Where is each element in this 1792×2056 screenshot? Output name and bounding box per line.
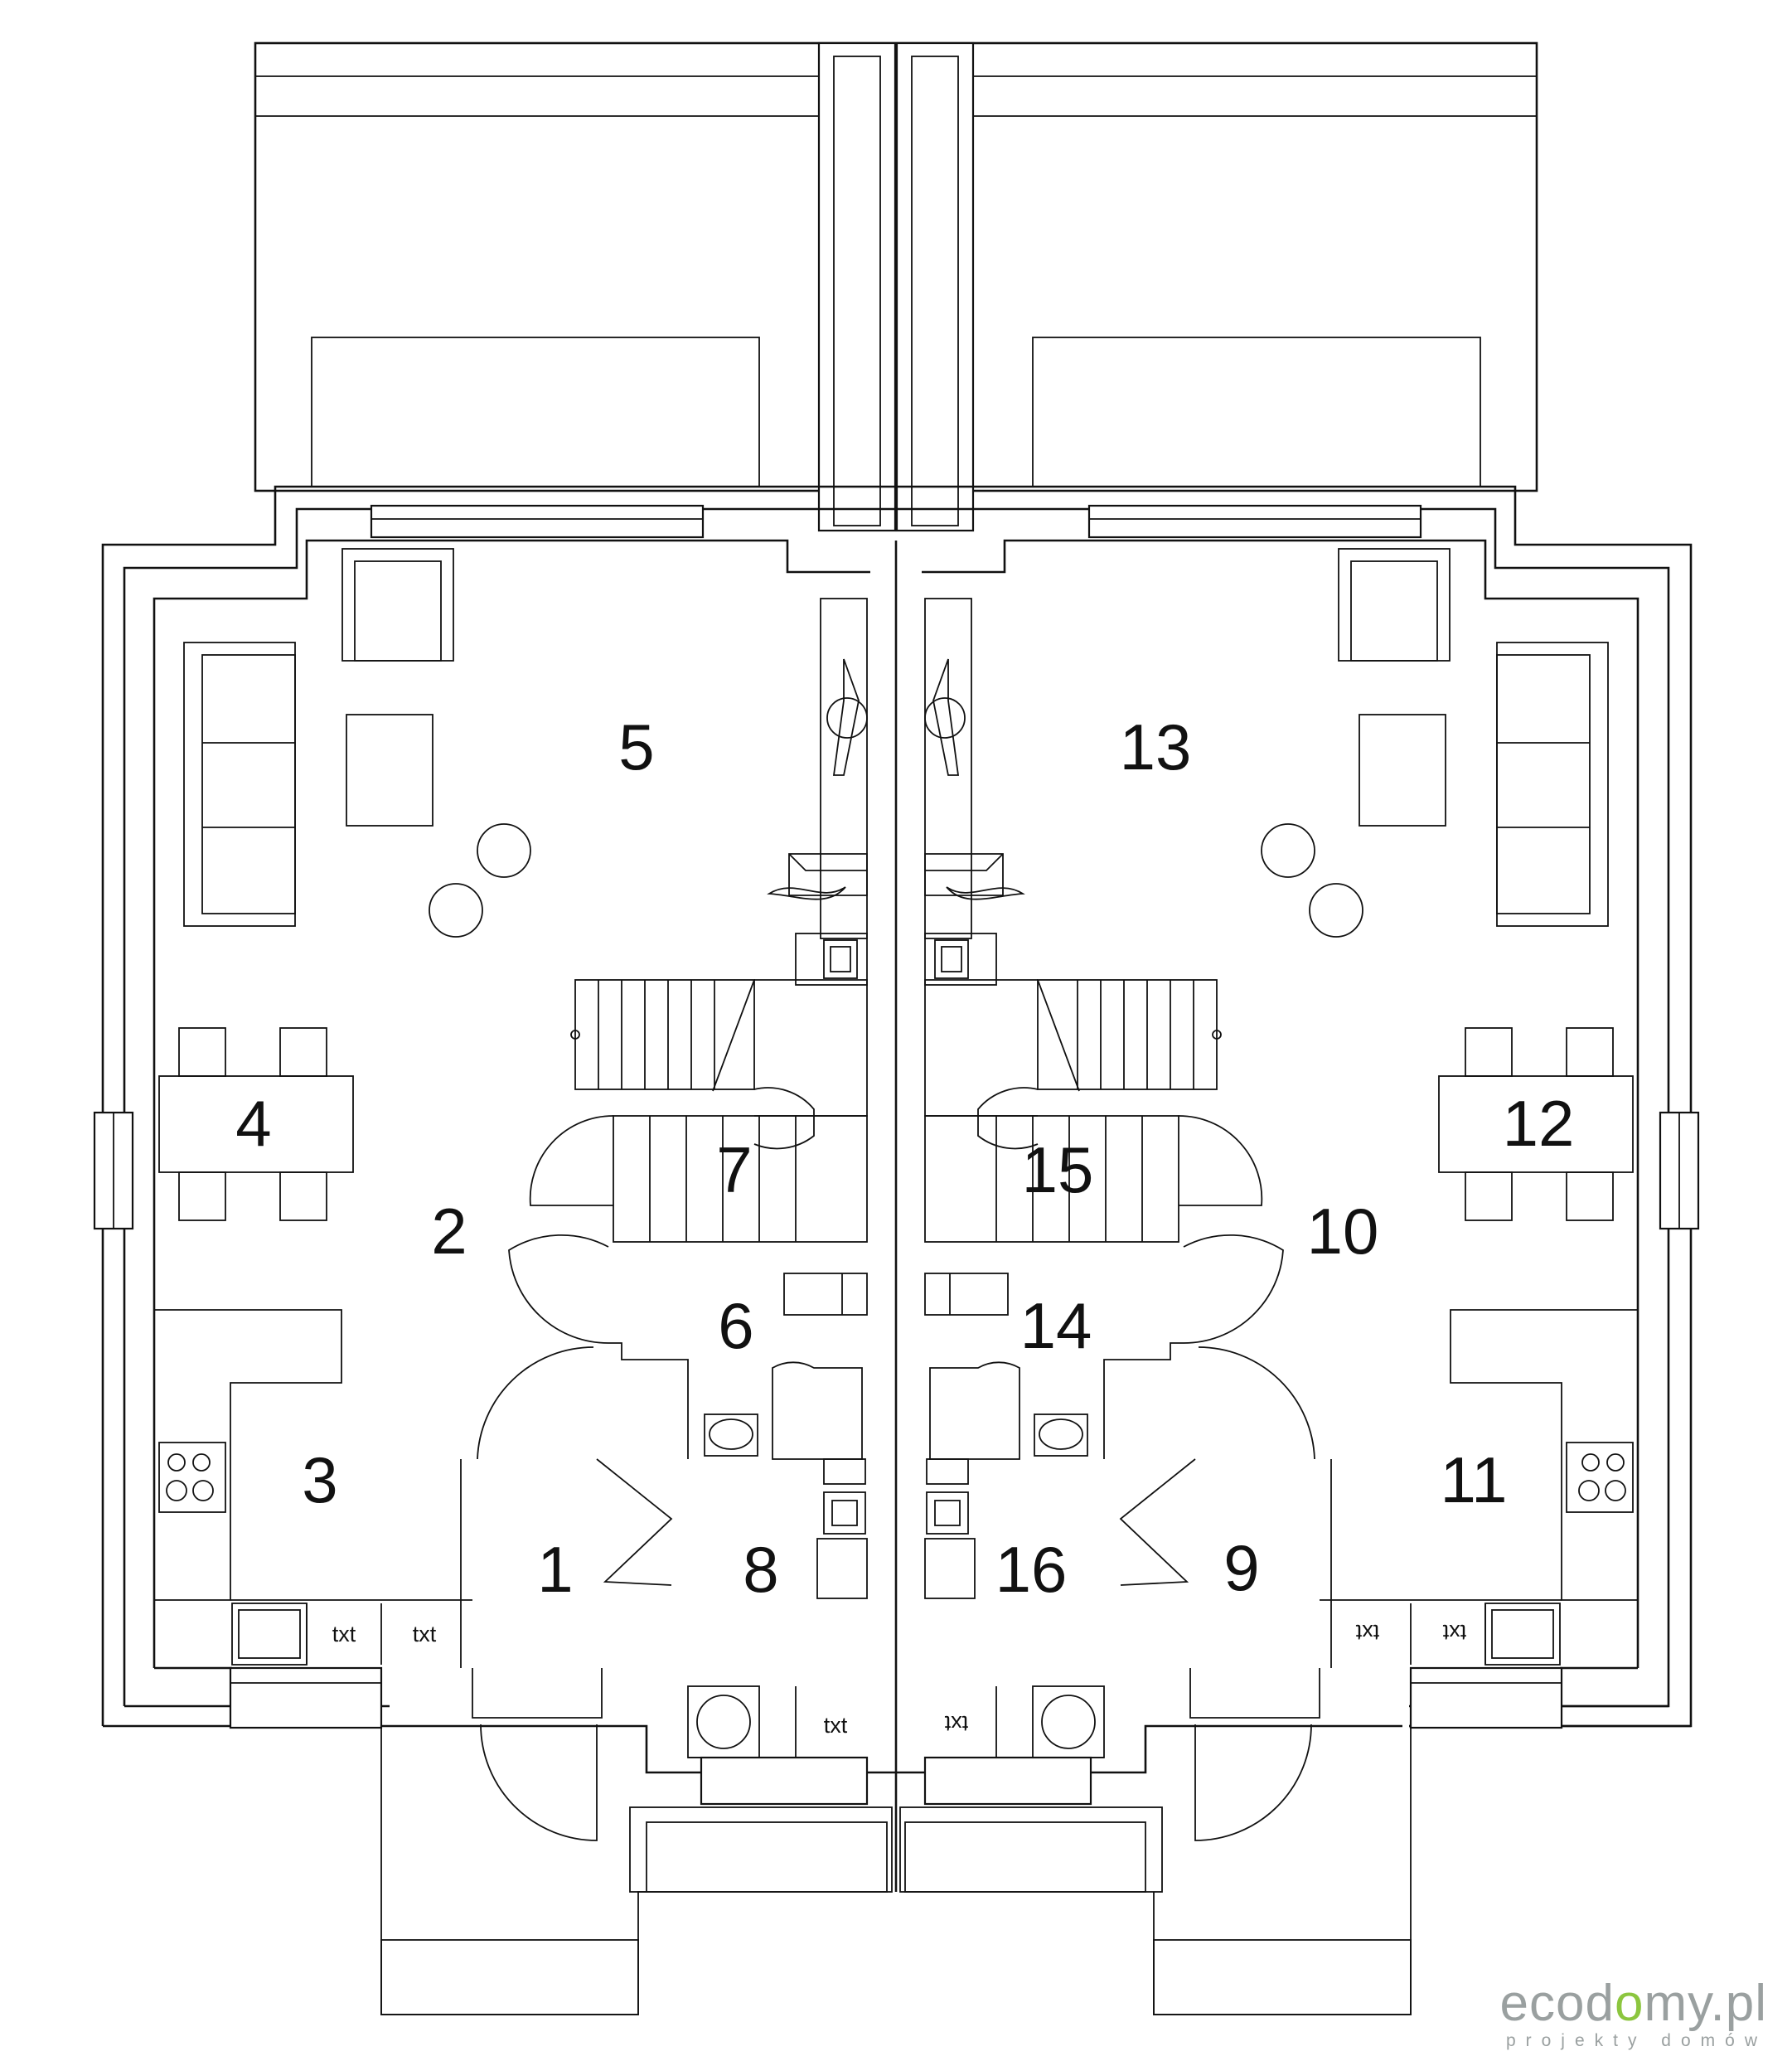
room-number-8: 8 xyxy=(743,1533,778,1606)
fixture-label: txt xyxy=(1442,1620,1466,1645)
room-number-3: 3 xyxy=(302,1443,337,1516)
room-number-10: 10 xyxy=(1307,1195,1379,1268)
left-bath-fixtures xyxy=(687,1273,868,1758)
left-living-furniture xyxy=(183,548,531,938)
fixture-label: txt xyxy=(413,1622,437,1646)
room-number-12: 12 xyxy=(1503,1087,1575,1160)
brand-name-accent: o xyxy=(1614,1975,1644,2032)
room-numbers: 1 2 3 4 5 6 7 8 9 10 11 12 13 14 15 16 xyxy=(235,710,1574,1606)
room-number-16: 16 xyxy=(995,1533,1068,1606)
fixture-labels: txt txt txt txt txt txt xyxy=(332,1620,1467,1738)
room-number-1: 1 xyxy=(537,1533,573,1606)
room-number-2: 2 xyxy=(431,1195,467,1268)
right-living-furniture xyxy=(1261,548,1609,938)
brand-name-part: ecod xyxy=(1499,1975,1615,2032)
left-staircase xyxy=(570,979,868,1243)
right-staircase xyxy=(924,979,1222,1243)
brand-tagline: projekty domów xyxy=(1505,2031,1767,2050)
right-fireplace xyxy=(924,658,1025,986)
left-dining-set xyxy=(158,1027,354,1221)
side-windows xyxy=(93,1111,1700,1230)
brand-name: ecodomy.pl xyxy=(1500,1978,1767,2029)
room-number-4: 4 xyxy=(235,1087,271,1160)
front-entrances xyxy=(229,1666,1563,2015)
fixture-label: txt xyxy=(824,1713,848,1738)
room-number-5: 5 xyxy=(618,710,654,783)
fixture-label: txt xyxy=(1355,1620,1379,1645)
fixture-label: txt xyxy=(944,1711,968,1736)
room-number-15: 15 xyxy=(1022,1133,1094,1206)
dividing-wall-top xyxy=(817,41,975,532)
right-doors xyxy=(1103,1115,1332,1841)
brand-logo: ecodomy.pl projekty domów xyxy=(1500,1978,1767,2051)
room-number-6: 6 xyxy=(718,1289,753,1362)
room-number-7: 7 xyxy=(716,1133,752,1206)
room-number-9: 9 xyxy=(1223,1531,1259,1604)
right-dining-set xyxy=(1438,1027,1634,1221)
room-number-13: 13 xyxy=(1120,710,1192,783)
brand-name-part: my.pl xyxy=(1644,1975,1767,2032)
left-fireplace xyxy=(767,658,868,986)
party-wall xyxy=(820,541,972,1892)
left-kitchen xyxy=(154,1309,472,1669)
room-number-11: 11 xyxy=(1441,1443,1508,1516)
room-number-14: 14 xyxy=(1020,1289,1092,1362)
fixture-label: txt xyxy=(332,1622,356,1646)
rear-windows xyxy=(370,504,1422,539)
outer-walls xyxy=(101,485,1693,1728)
left-doors xyxy=(460,1115,689,1841)
